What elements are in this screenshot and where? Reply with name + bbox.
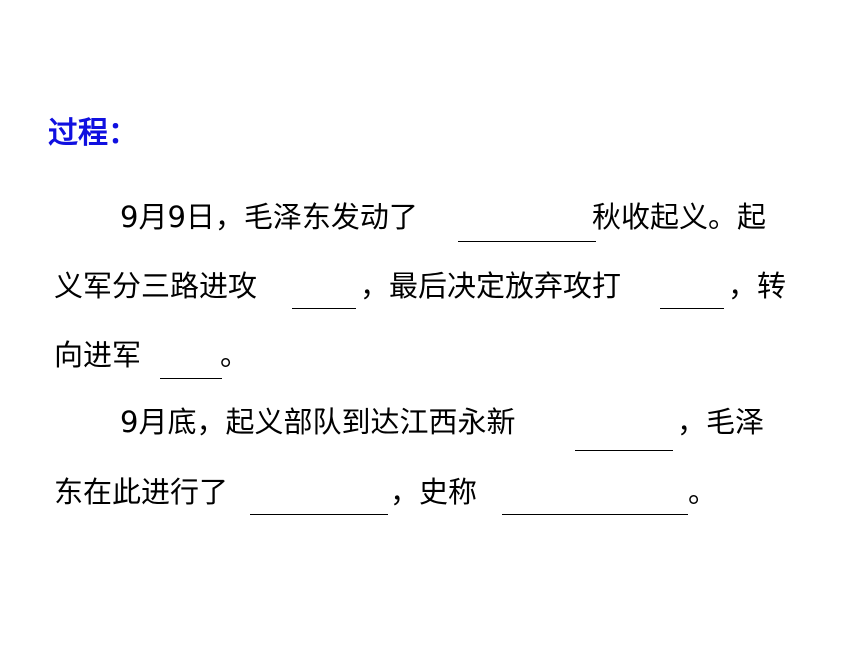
blank-3 bbox=[660, 308, 724, 309]
blank-6 bbox=[250, 514, 388, 515]
blank-1 bbox=[458, 241, 596, 242]
p2-line1-text-a: 9月底，起义部队到达江西永新 bbox=[120, 405, 516, 439]
p1-line3-text-b: 。 bbox=[220, 338, 250, 372]
p1-line2-text-a: 义军分三路进攻 bbox=[54, 269, 258, 303]
p2-line1-text-b: ，毛泽 bbox=[677, 405, 765, 439]
p2-line2-text-c: 。 bbox=[688, 475, 718, 509]
blank-4 bbox=[160, 378, 222, 379]
p1-line3-text-a: 向进军 bbox=[54, 338, 142, 372]
blank-7 bbox=[502, 514, 688, 515]
p2-line2-text-b: ，史称 bbox=[390, 475, 478, 509]
p1-line2-text-b: ，最后决定放弃攻打 bbox=[360, 269, 622, 303]
p1-line2-text-c: ，转 bbox=[728, 269, 787, 303]
p1-line1-text-b: 秋收起义。起 bbox=[592, 200, 767, 234]
blank-5 bbox=[575, 450, 673, 451]
p2-line2-text-a: 东在此进行了 bbox=[54, 475, 229, 509]
blank-2 bbox=[292, 308, 356, 309]
section-title: 过程： bbox=[48, 116, 138, 151]
p1-line1-text-a: 9月9日，毛泽东发动了 bbox=[120, 200, 418, 234]
